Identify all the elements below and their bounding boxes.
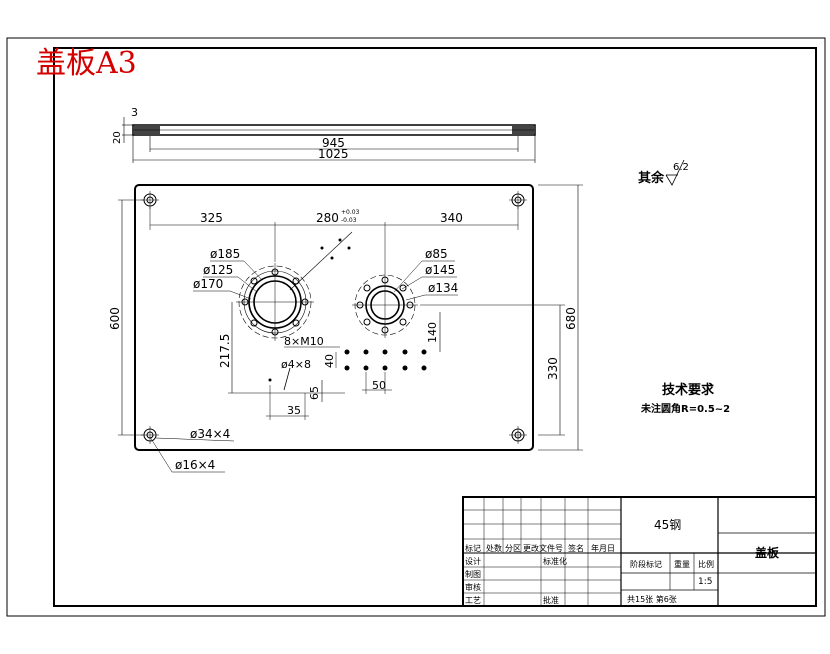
tb-row-check: 审核	[465, 582, 481, 592]
tb-weight-label: 重量	[674, 559, 690, 569]
surface-finish-note: 其余 6.2	[638, 159, 689, 186]
side-view: 3 20 945 1025	[112, 106, 536, 163]
callout-d134: ø134	[428, 281, 458, 295]
tb-row-standard: 标准化	[543, 556, 567, 566]
dim-total-length: 1025	[318, 147, 349, 161]
dim-plate-height-inner: 600	[108, 307, 122, 330]
dim-thickness: 3	[131, 106, 138, 119]
title-block: 标记 处数 分区 更改文件号 签名 年月日 设计 标准化 制图 审核 工艺 批准…	[462, 496, 817, 607]
callout-corner-d16: ø16×4	[175, 458, 215, 472]
dim-plate-height-total: 680	[564, 307, 578, 330]
tb-header-mark: 标记	[465, 543, 481, 553]
callout-d125: ø125	[203, 263, 233, 277]
tb-row-approve: 批准	[543, 595, 559, 605]
tech-req-heading: 技术要求	[662, 382, 715, 398]
dim-center-spacing-tol-lower: -0.03	[341, 217, 357, 224]
dim-side-height: 20	[112, 131, 123, 144]
dim-grid-height: 140	[426, 322, 439, 343]
dim-left-offset: 325	[200, 211, 223, 225]
callout-thread-holes: 8×M10	[284, 335, 324, 348]
plate-outline	[134, 184, 534, 451]
dim-center-spacing-tol-upper: +0.03	[341, 209, 360, 216]
corner-hole	[141, 426, 159, 444]
dim-center-spacing: 280	[316, 211, 339, 225]
dim-right-offset: 340	[440, 211, 463, 225]
tb-row-process: 工艺	[465, 596, 481, 605]
tb-part-name: 盖板	[755, 545, 780, 560]
outer-sheet-border	[6, 37, 826, 617]
tb-header-zone: 分区	[505, 544, 521, 553]
inner-drawing-frame	[53, 47, 817, 607]
surface-finish-label: 其余	[638, 170, 665, 186]
callout-d145: ø145	[425, 263, 455, 277]
callout-d170: ø170	[193, 277, 223, 291]
callout-corner-d34: ø34×4	[190, 427, 230, 441]
drawing-title: 盖板A3	[36, 46, 137, 81]
dim-grid-col-spacing: 50	[372, 379, 386, 392]
tb-header-sign: 签名	[568, 543, 584, 553]
corner-hole	[509, 191, 527, 209]
left-bore	[236, 263, 314, 341]
tb-header-doc: 更改文件号	[523, 543, 563, 553]
dim-small-hole-x: 35	[287, 404, 301, 417]
dim-small-hole-y: 65	[308, 386, 321, 400]
tech-req-line1: 未注圆角R=0.5~2	[640, 402, 730, 415]
tb-row-design: 设计	[465, 556, 481, 566]
callout-d185: ø185	[210, 247, 240, 261]
thread-hole-grid	[344, 349, 427, 371]
dim-right-center-height: 330	[546, 357, 560, 380]
dim-left-center-height: 217.5	[218, 334, 232, 368]
tb-row-draw: 制图	[465, 569, 481, 579]
callout-small-holes: ø4×8	[281, 358, 311, 371]
surface-finish-value: 6.2	[673, 162, 689, 173]
right-bore	[352, 272, 418, 338]
corner-hole	[141, 191, 159, 209]
tb-stage-label: 阶段标记	[630, 559, 662, 569]
dim-grid-row-spacing: 40	[323, 354, 336, 368]
plan-view: 325 280 +0.03 -0.03 340 600 680 330 217.…	[108, 184, 583, 473]
tb-scale: 1:5	[698, 577, 712, 587]
tb-header-date: 年月日	[591, 543, 615, 553]
tb-ratio-label: 比例	[698, 559, 714, 569]
tb-header-count: 处数	[486, 543, 502, 553]
corner-hole	[509, 426, 527, 444]
dim-inner-length: 945	[322, 136, 345, 150]
tb-material: 45钢	[654, 518, 681, 532]
tb-sheets: 共15张 第6张	[627, 594, 677, 604]
callout-d85: ø85	[425, 247, 448, 261]
